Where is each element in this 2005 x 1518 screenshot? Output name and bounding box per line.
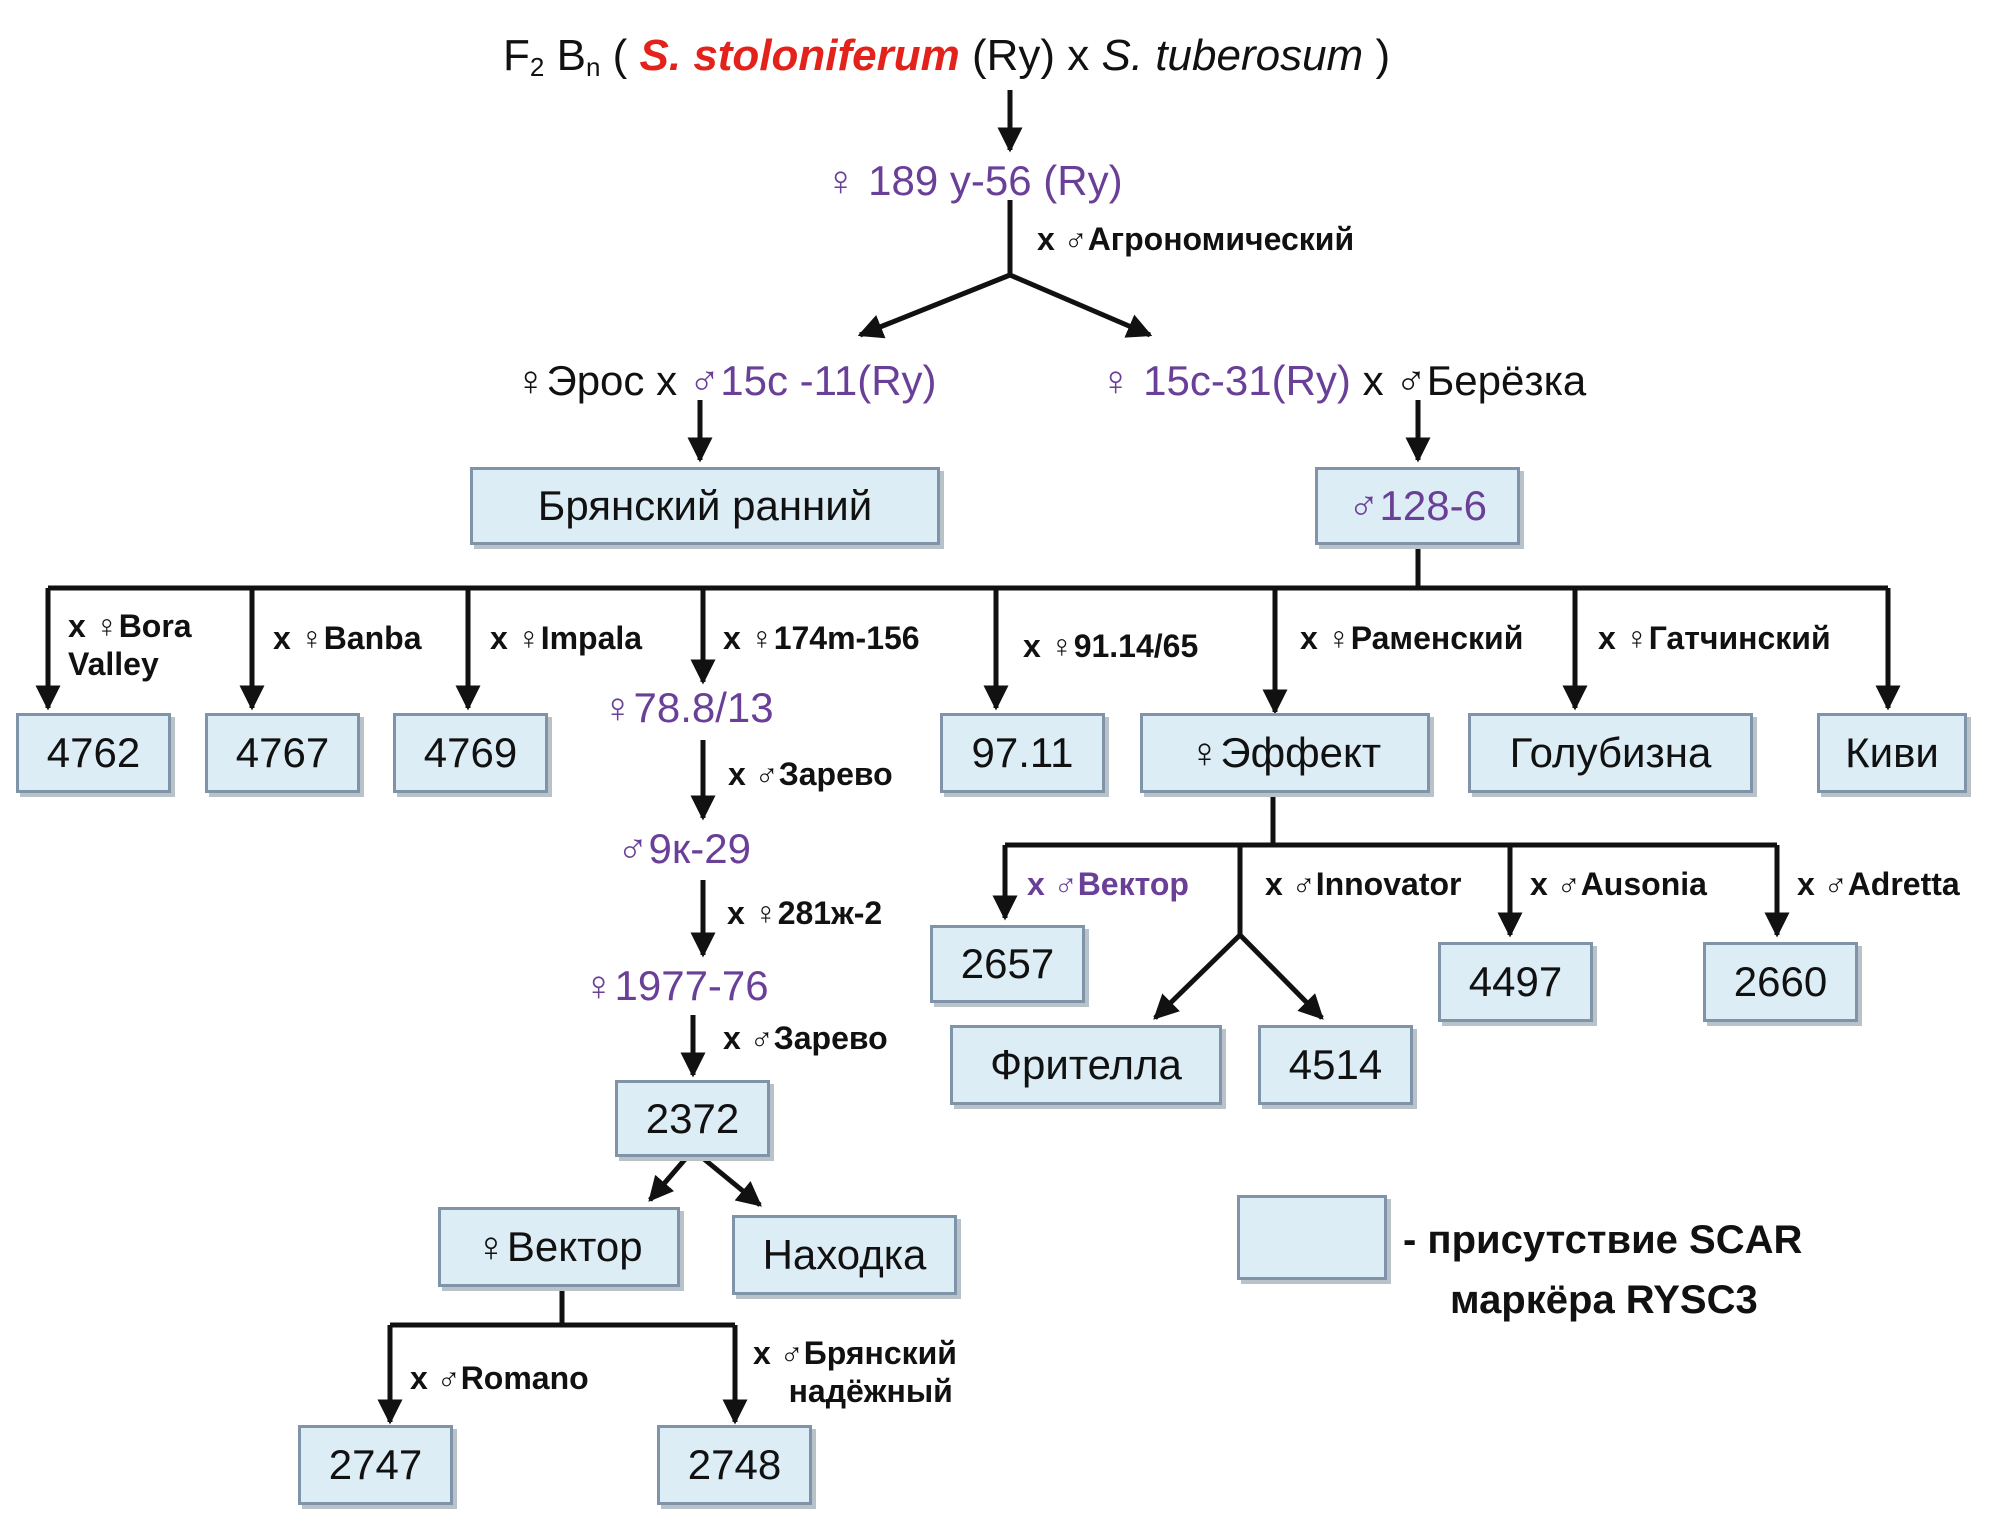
cross-vektor-text: х ♂Вектор <box>1027 866 1189 902</box>
legend-swatch <box>1237 1195 1387 1280</box>
box-vektor: ♀Вектор <box>438 1207 680 1287</box>
box-2748: 2748 <box>657 1425 812 1505</box>
legend-text-line1: - присутствие SCAR <box>1403 1218 1803 1262</box>
cross-romano: х ♂Romano <box>410 1360 589 1396</box>
cross-agronomichesky: х ♂Агрономический <box>1037 221 1355 257</box>
box-2657: 2657 <box>930 925 1085 1003</box>
box-128-6: ♂128-6 <box>1315 467 1520 545</box>
cross-zarevo-1: х ♂Зарево <box>728 756 893 792</box>
eros-male-15c-11: ♂15с -11(Ry) <box>688 357 937 404</box>
title-f-sub: 2 <box>529 52 545 82</box>
box-2660: 2660 <box>1703 942 1858 1022</box>
cross-impala: х ♀Impala <box>490 620 643 656</box>
box-effekt: ♀Эффект <box>1140 713 1430 793</box>
box-kivi: Киви <box>1817 713 1967 793</box>
box-2747: 2747 <box>298 1425 453 1505</box>
cross-adretta: х ♂Adretta <box>1797 866 1960 902</box>
node-eros-cross: ♀Эрос х ♂15с -11(Ry) <box>515 360 937 402</box>
node-189: ♀ 189 у-56 (Ry) <box>825 157 1123 204</box>
box-golubizna: Голубизна <box>1468 713 1753 793</box>
node-78-8-13: ♀78.8/13 <box>602 684 774 731</box>
box-4767: 4767 <box>205 713 360 793</box>
title-b-sub: n <box>585 52 601 82</box>
box-bryansky-ranny: Брянский ранний <box>470 467 940 545</box>
diagram-title: F2 Bn ( S. stoloniferum (Ry) x S. tubero… <box>503 31 1391 82</box>
box-fritella: Фрителла <box>950 1025 1222 1105</box>
female-15c-31: ♀ 15с-31(Ry) <box>1100 357 1351 404</box>
cross-gatchinsky: х ♀Гатчинский <box>1598 620 1831 656</box>
cross-zarevo-2: х ♂Зарево <box>723 1020 888 1056</box>
cross-281zh-2: х ♀281ж-2 <box>727 895 883 931</box>
cross-banba: х ♀Banba <box>273 620 422 656</box>
title-b: B <box>544 31 586 80</box>
box-2372: 2372 <box>615 1080 770 1157</box>
title-ry: (Ry) x <box>959 31 1102 80</box>
node-15c-31-cross: ♀ 15с-31(Ry) х ♂Берёзка <box>1100 360 1586 402</box>
box-nahodka: Находка <box>732 1215 957 1295</box>
box-4497: 4497 <box>1438 942 1593 1022</box>
title-species-tuberosum: S. tuberosum <box>1101 31 1364 80</box>
eros-female: ♀Эрос х <box>515 357 689 404</box>
node-1977-76: ♀1977-76 <box>583 962 769 1009</box>
legend-text-line2: маркёра RYSC3 <box>1450 1278 1758 1322</box>
cross-vektor: х ♂Вектор <box>1027 868 1189 900</box>
box-97-11: 97.11 <box>940 713 1105 793</box>
node-9k-29: ♂9к-29 <box>617 825 751 872</box>
title-f: F <box>503 31 530 80</box>
cross-bryansky-nadezhny: х ♂Брянский надёжный <box>753 1335 957 1410</box>
title-close: ) <box>1363 31 1391 80</box>
title-open: ( <box>600 31 640 80</box>
cross-ausonia: х ♂Ausonia <box>1530 866 1707 902</box>
cross-91-14-65: х ♀91.14/65 <box>1023 628 1199 664</box>
title-species-stoloniferum: S. stoloniferum <box>639 31 960 80</box>
box-4769: 4769 <box>393 713 548 793</box>
cross-ramensky: х ♀Раменский <box>1300 620 1524 656</box>
cross-174m-156: х ♀174m-156 <box>723 620 920 656</box>
cross-innovator: х ♂Innovator <box>1265 866 1462 902</box>
male-berezka: х ♂Берёзка <box>1350 357 1587 404</box>
box-4514: 4514 <box>1258 1025 1413 1105</box>
box-4762: 4762 <box>16 713 171 793</box>
